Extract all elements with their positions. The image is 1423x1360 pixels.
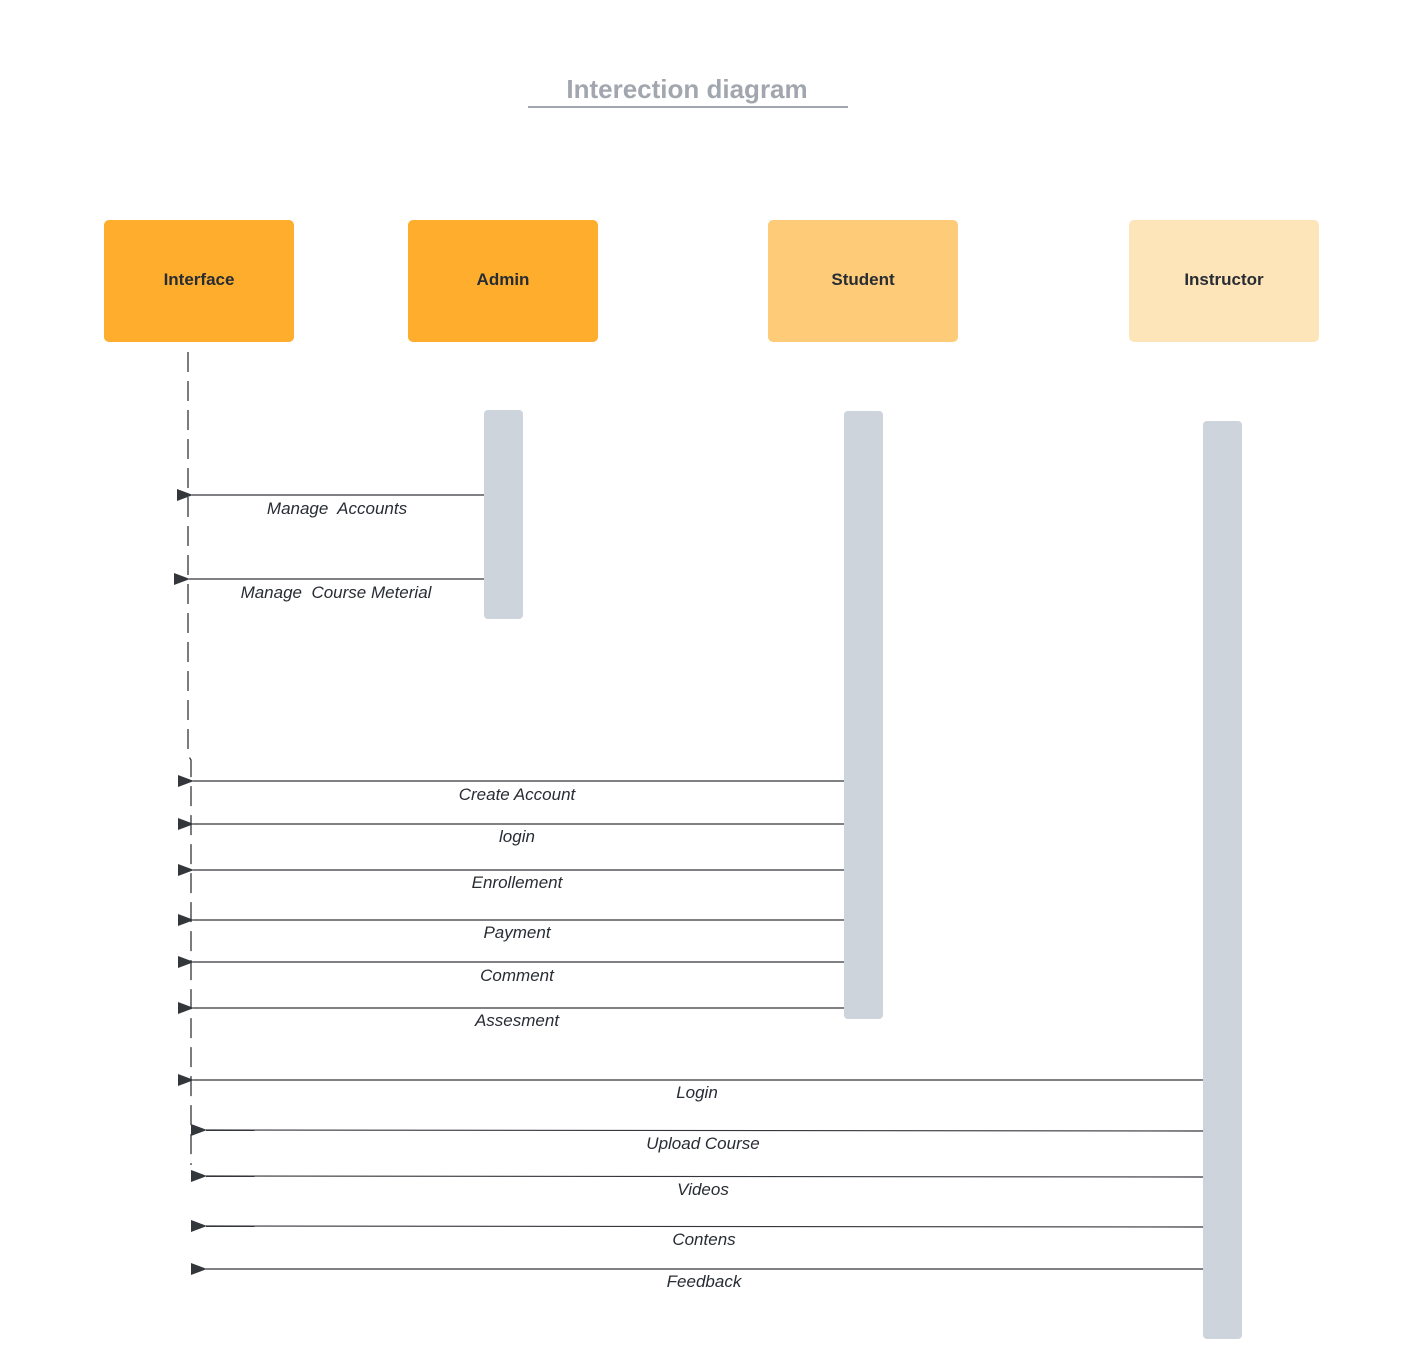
message-manage-course-material: Manage Course Meterial: [174, 573, 484, 602]
message-upload-course: Upload Course: [190, 1123, 1204, 1153]
message-label: Upload Course: [646, 1134, 759, 1153]
actor-label: Student: [831, 270, 895, 289]
actor-label: Instructor: [1184, 270, 1264, 289]
admin-activation-bar: [484, 410, 523, 619]
actor-label: Interface: [164, 270, 235, 289]
message-login-student: login: [178, 818, 844, 846]
actor-box: [1129, 220, 1319, 342]
message-label: login: [499, 827, 535, 846]
interface-lifeline: [187, 352, 192, 1165]
message-assesment: Assesment: [178, 1002, 844, 1030]
message-label: Create Account: [459, 785, 577, 804]
message-label: Contens: [672, 1230, 736, 1249]
message-create-account: Create Account: [178, 775, 844, 804]
message-label: Comment: [480, 966, 555, 985]
actor-box: [104, 220, 294, 342]
message-label: Enrollement: [472, 873, 564, 892]
message-label: Assesment: [474, 1011, 560, 1030]
message-comment: Comment: [178, 956, 844, 985]
actor-student: Student: [768, 220, 958, 342]
instructor-activation-bar: [1203, 421, 1242, 1339]
message-manage-accounts: Manage Accounts: [177, 489, 484, 518]
student-activation-bar: [844, 411, 883, 1019]
message-label: Manage Accounts: [267, 499, 408, 518]
message-label: Videos: [677, 1180, 729, 1199]
message-feedback: Feedback: [191, 1263, 1203, 1291]
actor-box: [408, 220, 598, 342]
diagram-title: Interection diagram: [566, 74, 807, 104]
actor-box: [768, 220, 958, 342]
message-enrollement: Enrollement: [178, 864, 844, 892]
message-arrow: [190, 1123, 1204, 1136]
message-label: Feedback: [667, 1272, 743, 1291]
message-contens: Contens: [190, 1219, 1204, 1249]
actor-interface: Interface: [104, 220, 294, 342]
message-payment: Payment: [178, 914, 844, 942]
message-videos: Videos: [190, 1169, 1204, 1199]
actor-instructor: Instructor: [1129, 220, 1319, 342]
message-label: Login: [676, 1083, 718, 1102]
message-login-instructor: Login: [178, 1074, 1203, 1102]
message-arrow: [190, 1169, 1204, 1182]
message-label: Manage Course Meterial: [241, 583, 433, 602]
actor-label: Admin: [477, 270, 530, 289]
actor-admin: Admin: [408, 220, 598, 342]
message-label: Payment: [483, 923, 551, 942]
message-arrow: [190, 1219, 1204, 1232]
